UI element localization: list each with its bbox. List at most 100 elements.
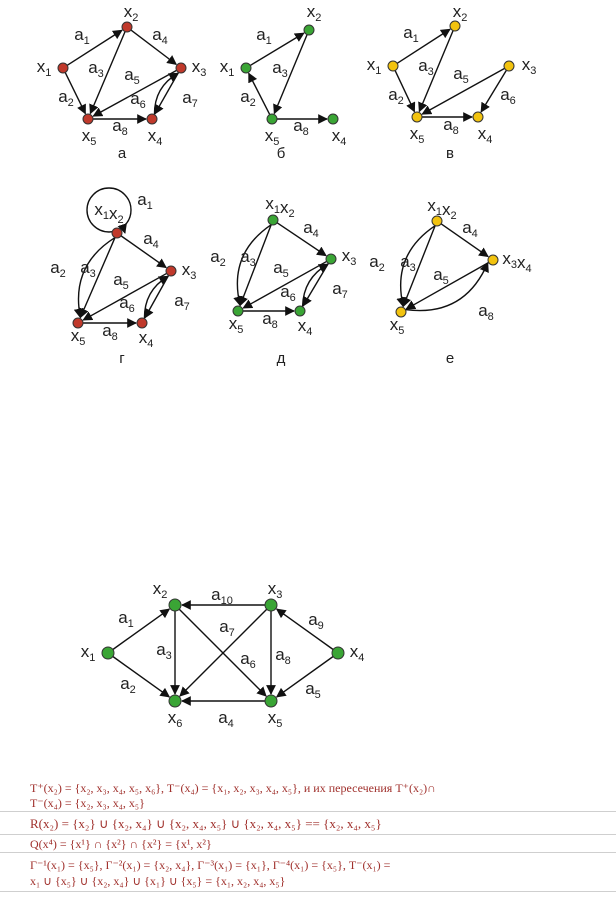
edge-a5 [405,261,489,310]
formula-line-4: Q(x⁴) = {x¹} ∩ {x²} ∩ {x²} = {x¹, x²} [30,837,212,851]
edge-a7 [301,263,329,307]
edge-a5 [242,260,327,309]
node-x5 [266,113,278,125]
edge-a2 [394,70,416,113]
node-label-x3: x3 [342,246,357,268]
edge-label-a10: a10 [211,585,233,607]
edge-label-a6: a6 [500,85,516,107]
node-x2 [168,598,182,612]
node-label-x1: x1 [220,57,235,79]
node-label-x1x2: x1x2 [94,200,123,226]
edge-label-a2: a2 [50,258,66,280]
edge-a2 [73,236,116,319]
node-label-x2: x2 [453,2,468,24]
graph-caption: в [446,145,454,162]
edge-a2 [233,224,272,307]
edge-a7 [153,72,179,115]
loop-edge-a1 [86,187,132,233]
node-x2 [121,21,133,33]
node-label-x4: x4 [298,316,313,338]
edge-label-a5: a5 [453,64,469,86]
node-x4 [294,305,306,317]
node-x5 [395,306,407,318]
edge-a4 [440,223,489,258]
edge-a7 [179,608,268,697]
formula-line-2: T⁻(x₄) = {x₂, x₃, x₄, x₅} [30,796,145,810]
edge-label-a9: a9 [308,610,324,632]
edge-a5 [82,272,167,321]
divider [0,891,616,892]
edge-a3 [418,30,454,113]
edge-label-a2: a2 [240,87,256,109]
formula-line-3: R(x₂) = {x₂} ∪ {x₂, x₄} ∪ {x₂, x₄, x₅} ∪… [30,816,382,831]
node-label-x1: x1 [37,57,52,79]
edge-label-a8: a8 [293,116,309,138]
graph-caption: д [277,350,286,367]
node-label-x5: x5 [229,314,244,336]
node-label-x3: x3 [522,55,537,77]
edge-a3 [238,224,272,307]
node-x1x2 [267,214,279,226]
node-label-x6: x6 [168,708,183,730]
node-label-x4: x4 [332,126,347,148]
node-x1 [240,62,252,74]
edge-label-a1: a1 [137,190,153,212]
edge-label-a8: a8 [102,321,118,343]
edge-a1 [66,29,123,66]
edge-a5 [421,67,505,115]
node-x5 [72,317,84,329]
edge-a6 [302,262,330,307]
node-x6 [168,694,182,708]
node-label-x3: x3 [192,57,207,79]
node-label-x1x2: x1x2 [427,196,456,222]
node-label-x5: x5 [82,126,97,148]
edge-label-a1: a1 [403,23,419,45]
node-x5 [232,305,244,317]
node-x5 [411,111,423,123]
edge-label-a5: a5 [433,265,449,287]
node-x4 [472,111,484,123]
edge-label-a3: a3 [88,58,104,80]
edge-label-a3: a3 [418,56,434,78]
edge-label-a8: a8 [262,309,278,331]
edge-a2 [396,225,436,308]
edge-label-a8: a8 [275,645,291,667]
graph-caption: а [118,145,127,162]
node-label-x4: x4 [350,642,365,664]
edge-label-a3: a3 [156,640,172,662]
edge-label-a8: a8 [112,116,128,138]
edge-a2 [248,72,271,115]
edge-label-a1: a1 [256,25,272,47]
node-label-x3x4: x3x4 [502,249,531,275]
edge-label-a6: a6 [240,649,256,671]
node-label-x1x2: x1x2 [265,194,294,220]
edge-a4 [276,222,327,257]
node-x3 [175,62,187,74]
node-label-x1: x1 [81,642,96,664]
node-label-x4: x4 [478,124,493,146]
edge-label-a2: a2 [58,87,74,109]
edge-label-a7: a7 [332,279,348,301]
graph-caption: е [446,350,454,367]
node-x3x4 [487,254,499,266]
edge-label-a6: a6 [280,282,296,304]
divider [0,834,616,835]
edge-a4 [130,29,178,65]
edge-label-a8: a8 [478,301,494,323]
edge-label-a6: a6 [130,89,146,111]
edge-a3 [79,237,116,319]
node-x2 [449,20,461,32]
edge-a2 [112,655,171,698]
node-x4 [327,113,339,125]
divider [0,811,616,812]
node-label-x5: x5 [410,124,425,146]
edge-a1 [396,28,451,64]
edge-a4 [120,235,167,269]
node-x1 [387,60,399,72]
edge-label-a7: a7 [182,88,198,110]
edge-a3 [273,34,308,115]
node-label-x5: x5 [390,315,405,337]
node-x2 [303,24,315,36]
node-label-x5: x5 [71,326,86,348]
